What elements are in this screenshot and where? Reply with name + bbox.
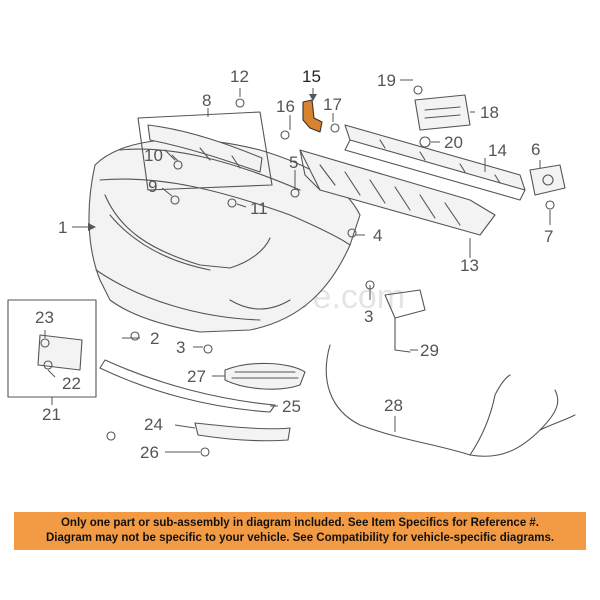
part-6-bracket [529, 164, 566, 196]
callout-13: 13 [460, 256, 479, 275]
notice-banner: Only one part or sub-assembly in diagram… [14, 512, 586, 550]
callout-11: 11 [250, 199, 268, 218]
callout-1: 1 [58, 218, 67, 237]
part-24-deflector [194, 422, 291, 442]
notice-line-1: Only one part or sub-assembly in diagram… [60, 517, 540, 529]
callout-6: 6 [531, 140, 540, 159]
callout-10: 10 [144, 146, 163, 165]
callout-7: 7 [544, 227, 553, 246]
callout-3b: 3 [364, 307, 373, 326]
callout-21: 21 [42, 405, 61, 424]
callout-labels: 1 2 3 3 4 5 6 7 8 9 10 11 12 13 14 15 16… [35, 67, 553, 462]
callout-25: 25 [282, 397, 301, 416]
part-14-impact-bar [344, 124, 526, 201]
callout-19: 19 [377, 71, 396, 90]
callout-24: 24 [144, 415, 163, 434]
callout-18: 18 [480, 103, 499, 122]
callout-29: 29 [420, 341, 439, 360]
leader-lines [44, 79, 551, 453]
callout-26: 26 [140, 443, 159, 462]
callout-20: 20 [444, 133, 463, 152]
callout-15: 15 [302, 67, 321, 86]
callout-2: 2 [150, 329, 159, 348]
callout-28: 28 [384, 396, 403, 415]
fasteners [40, 85, 555, 457]
callout-16: 16 [276, 97, 295, 116]
callout-22: 22 [62, 374, 81, 393]
part-27-fog-grille [224, 362, 306, 390]
callout-9: 9 [148, 177, 157, 196]
callout-3a: 3 [176, 338, 185, 357]
part-13-energy-absorber [299, 149, 496, 236]
part-18-module [414, 94, 471, 131]
part-15-bracket-highlighted [302, 99, 323, 133]
callout-14: 14 [488, 141, 507, 160]
notice-line-2: Diagram may not be specific to your vehi… [45, 532, 555, 544]
part-29-sensor-bracket [384, 289, 426, 353]
callout-27: 27 [187, 367, 206, 386]
part-28-wiring-harness [325, 344, 576, 457]
part-1-bumper-cover [88, 138, 361, 333]
part-8-upper-reinforcement [137, 111, 273, 191]
part-25-lower-strip [99, 359, 276, 413]
callout-12: 12 [230, 67, 249, 86]
callout-4: 4 [373, 226, 382, 245]
callout-8: 8 [202, 91, 211, 110]
callout-23: 23 [35, 308, 54, 327]
callout-5: 5 [289, 153, 298, 172]
callout-17: 17 [323, 95, 342, 114]
